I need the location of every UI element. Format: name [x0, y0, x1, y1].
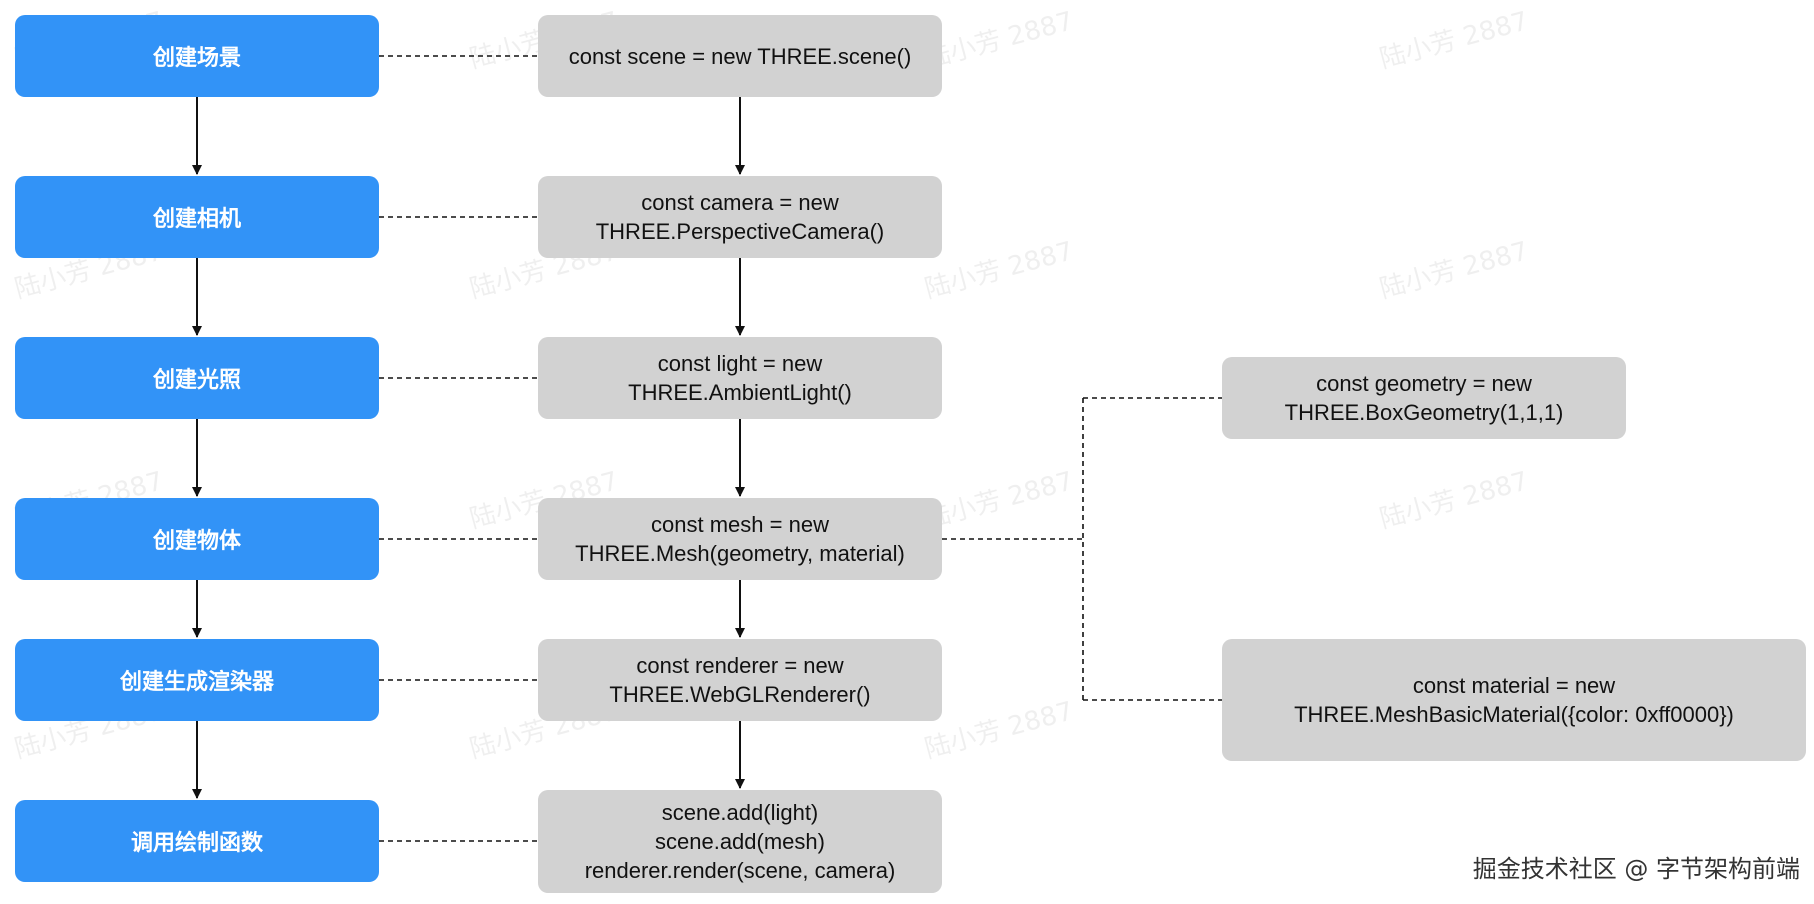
code-line: scene.add(mesh)	[655, 829, 825, 854]
step-create-camera: 创建相机	[15, 176, 379, 258]
step-label: 创建相机	[152, 207, 241, 232]
step-create-renderer: 创建生成渲染器	[15, 639, 379, 721]
step-label: 创建场景	[152, 46, 241, 71]
code-line: THREE.WebGLRenderer()	[609, 682, 871, 707]
step-label: 创建物体	[152, 529, 241, 554]
code-line: THREE.AmbientLight()	[628, 380, 852, 405]
code-line: const camera = new	[641, 190, 839, 215]
code-line: const material = new	[1412, 673, 1616, 698]
code-line: THREE.PerspectiveCamera()	[595, 219, 885, 244]
code-line: const mesh = new	[651, 512, 829, 537]
code-line: const geometry = new	[1316, 371, 1532, 396]
mesh-branch-connector	[942, 397, 1222, 701]
code-line: THREE.MeshBasicMaterial({color: 0xff0000…	[1294, 702, 1734, 727]
code-box-render-call: scene.add(light) scene.add(mesh) rendere…	[538, 790, 942, 893]
code-line: const renderer = new	[636, 653, 844, 678]
code-box-renderer: const renderer = new THREE.WebGLRenderer…	[538, 639, 942, 721]
code-box-material: const material = new THREE.MeshBasicMate…	[1222, 639, 1806, 761]
code-line: renderer.render(scene, camera)	[584, 858, 896, 883]
code-line: THREE.BoxGeometry(1,1,1)	[1284, 400, 1564, 425]
step-label: 调用绘制函数	[130, 831, 263, 856]
step-call-render: 调用绘制函数	[15, 800, 379, 882]
step-create-light: 创建光照	[15, 337, 379, 419]
step-create-scene: 创建场景	[15, 15, 379, 97]
code-box-mesh: const mesh = new THREE.Mesh(geometry, ma…	[538, 498, 942, 580]
code-line: THREE.Mesh(geometry, material)	[575, 541, 905, 566]
code-line: const light = new	[657, 351, 823, 376]
credit-text: 掘金技术社区 @ 字节架构前端	[1472, 855, 1800, 883]
code-box-camera: const camera = new THREE.PerspectiveCame…	[538, 176, 942, 258]
code-line: scene.add(light)	[661, 800, 819, 825]
step-label: 创建生成渲染器	[119, 670, 274, 695]
code-line: const scene = new THREE.scene()	[568, 43, 912, 69]
step-create-object: 创建物体	[15, 498, 379, 580]
step-label: 创建光照	[152, 368, 241, 393]
code-box-light: const light = new THREE.AmbientLight()	[538, 337, 942, 419]
code-box-scene: const scene = new THREE.scene()	[538, 15, 942, 97]
code-box-geometry: const geometry = new THREE.BoxGeometry(1…	[1222, 357, 1626, 439]
